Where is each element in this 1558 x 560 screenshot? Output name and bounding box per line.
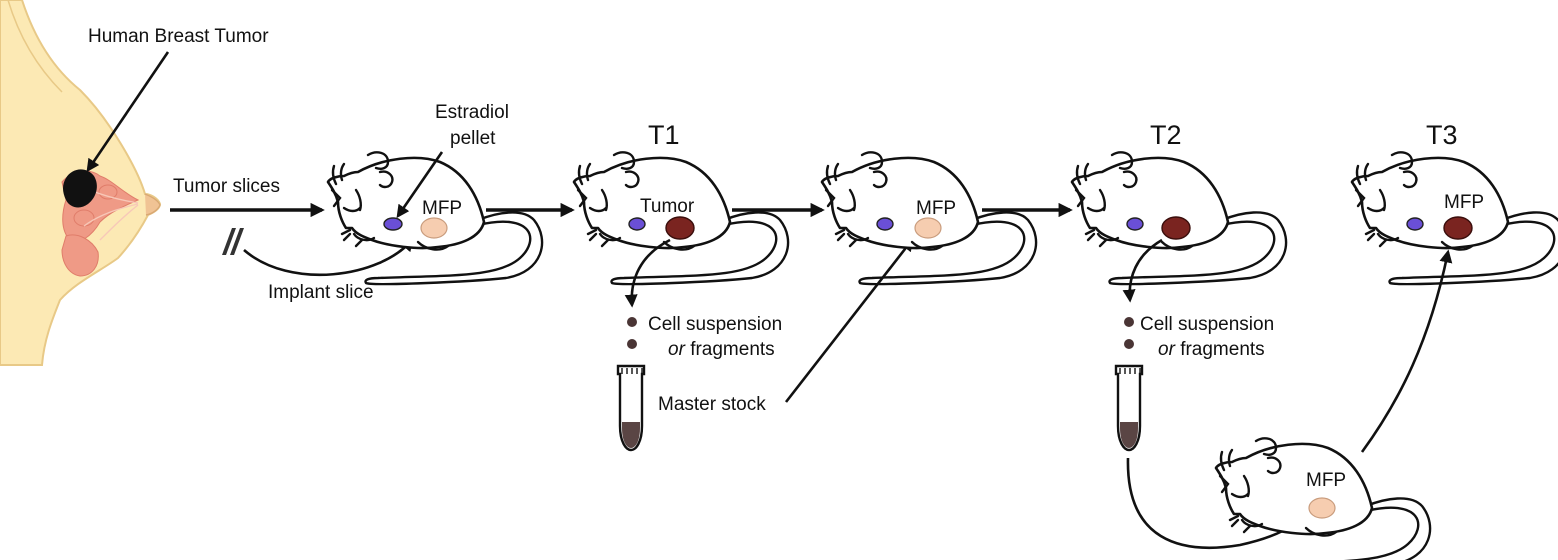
- cell-dot: [1124, 339, 1134, 349]
- label-t3: T3: [1426, 120, 1458, 150]
- tumor-slice-icon: [222, 228, 244, 255]
- svg-text:or fragments: or fragments: [1158, 339, 1265, 360]
- estradiol-pellet: [1406, 217, 1424, 231]
- cell-dot: [627, 339, 637, 349]
- cell-dot: [627, 317, 637, 327]
- label-mfp: MFP: [916, 198, 956, 219]
- mouse-4: [1070, 151, 1288, 286]
- mouse-2: Tumor: [572, 151, 790, 286]
- label-mfp: MFP: [1306, 470, 1346, 491]
- estradiol-pellet: [383, 217, 403, 231]
- label-fragments: fragments: [690, 339, 774, 360]
- tube-2: [1114, 364, 1144, 452]
- mfp-fat-pad: [914, 217, 942, 239]
- label-or: or: [668, 339, 686, 360]
- label-tumor-slices: Tumor slices: [173, 176, 280, 197]
- mouse-5: MFP: [1214, 437, 1432, 560]
- breast-illustration: [0, 0, 162, 366]
- label-pellet: pellet: [450, 128, 496, 149]
- mfp-fat-pad: [1308, 497, 1336, 519]
- label-master-stock: Master stock: [658, 394, 766, 415]
- label-tumor: Tumor: [640, 196, 695, 217]
- estradiol-pellet: [1126, 217, 1144, 231]
- label-mfp: MFP: [422, 198, 462, 219]
- mfp-fat-pad: [420, 217, 448, 239]
- label-mfp: MFP: [1444, 192, 1484, 213]
- label-human-breast-tumor: Human Breast Tumor: [88, 26, 269, 47]
- mouse-6: MFP: [1350, 151, 1558, 286]
- mouse-1: MFP: [326, 151, 544, 286]
- svg-text:or fragments: or fragments: [668, 339, 775, 360]
- cell-dot: [1124, 317, 1134, 327]
- tumor-mass: [665, 216, 695, 240]
- master-stock-tube: [616, 364, 646, 452]
- label-estradiol: Estradiol: [435, 102, 509, 123]
- label-t1: T1: [648, 120, 680, 150]
- mouse-3: MFP: [820, 151, 1038, 286]
- label-t2: T2: [1150, 120, 1182, 150]
- label-cell-suspension-2: Cell suspension: [1140, 314, 1274, 335]
- estradiol-pellet: [876, 217, 894, 231]
- tumor-mass: [1161, 216, 1191, 240]
- label-implant-slice: Implant slice: [268, 282, 374, 303]
- label-fragments-2: fragments: [1180, 339, 1264, 360]
- estradiol-pellet: [628, 217, 646, 231]
- label-cell-suspension: Cell suspension: [648, 314, 782, 335]
- tumor-mass: [1443, 216, 1473, 240]
- label-or-2: or: [1158, 339, 1176, 360]
